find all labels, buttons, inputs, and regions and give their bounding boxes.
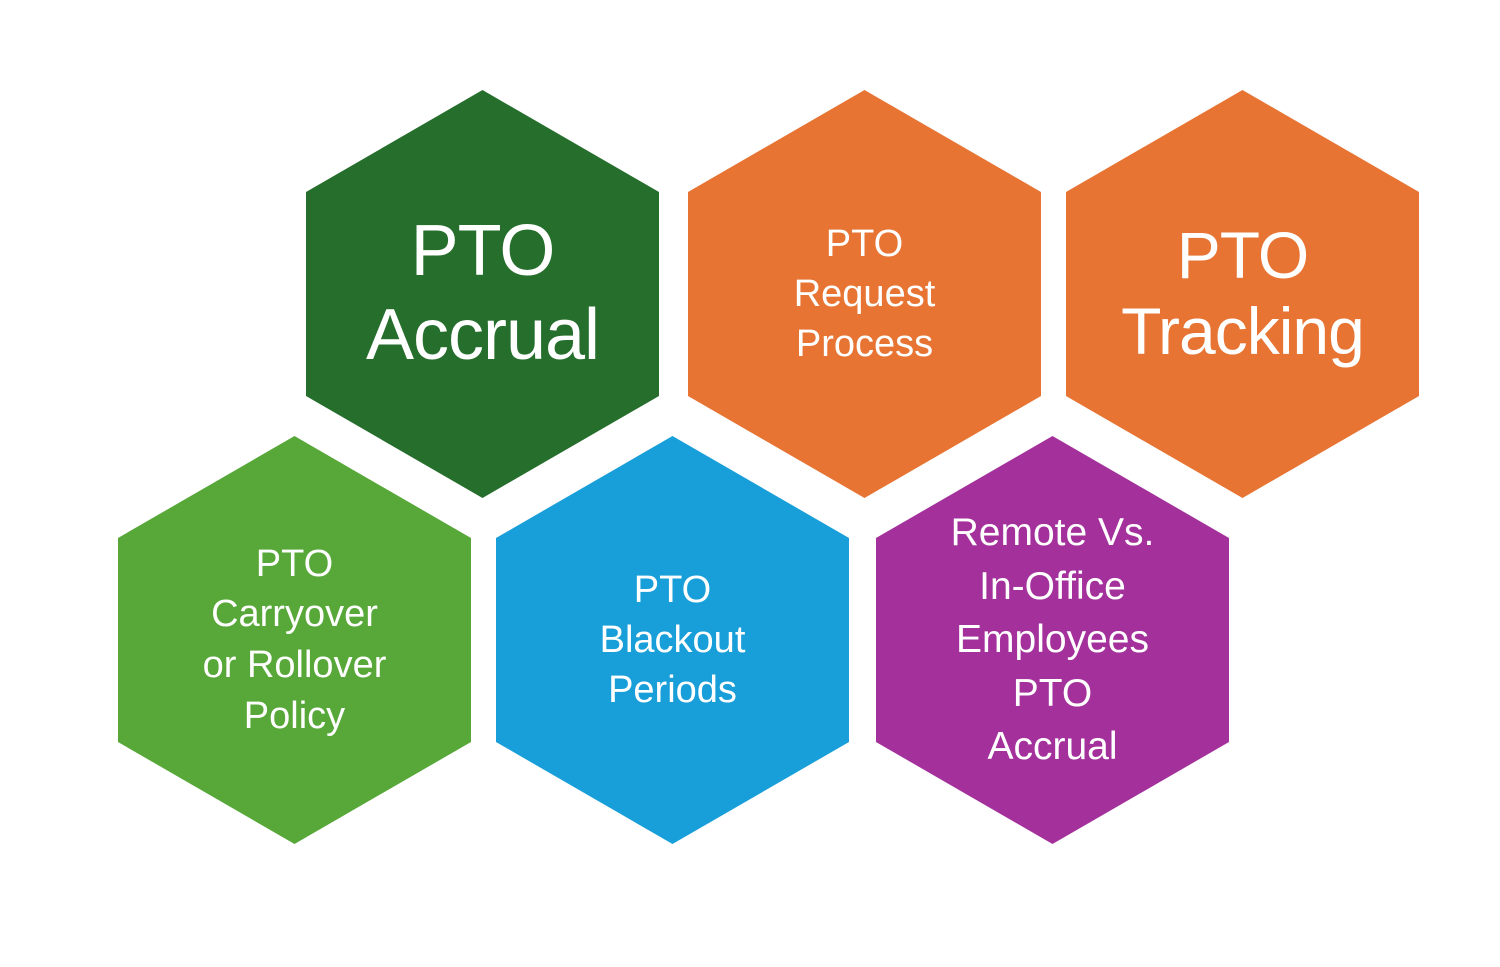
- hexagon-pto-accrual: PTO Accrual: [306, 90, 659, 498]
- hexagon-label-pto-blackout-periods: PTO Blackout Periods: [599, 568, 746, 712]
- hexagon-label-pto-carryover-rollover: PTO Carryover or Rollover Policy: [202, 542, 387, 737]
- hexagon-pto-carryover-rollover: PTO Carryover or Rollover Policy: [118, 436, 471, 844]
- hexagon-label-pto-accrual: PTO Accrual: [365, 211, 600, 375]
- hexagon-pto-blackout-periods: PTO Blackout Periods: [496, 436, 849, 844]
- hexagon-pto-request-process: PTO Request Process: [688, 90, 1041, 498]
- hexagon-pto-tracking: PTO Tracking: [1066, 90, 1419, 498]
- hexagon-remote-vs-in-office: Remote Vs. In-Office Employees PTO Accru…: [876, 436, 1229, 844]
- hexagon-label-remote-vs-in-office: Remote Vs. In-Office Employees PTO Accru…: [950, 511, 1155, 769]
- hexagon-label-pto-request-process: PTO Request Process: [793, 222, 936, 366]
- hexagon-label-pto-tracking: PTO Tracking: [1121, 218, 1365, 368]
